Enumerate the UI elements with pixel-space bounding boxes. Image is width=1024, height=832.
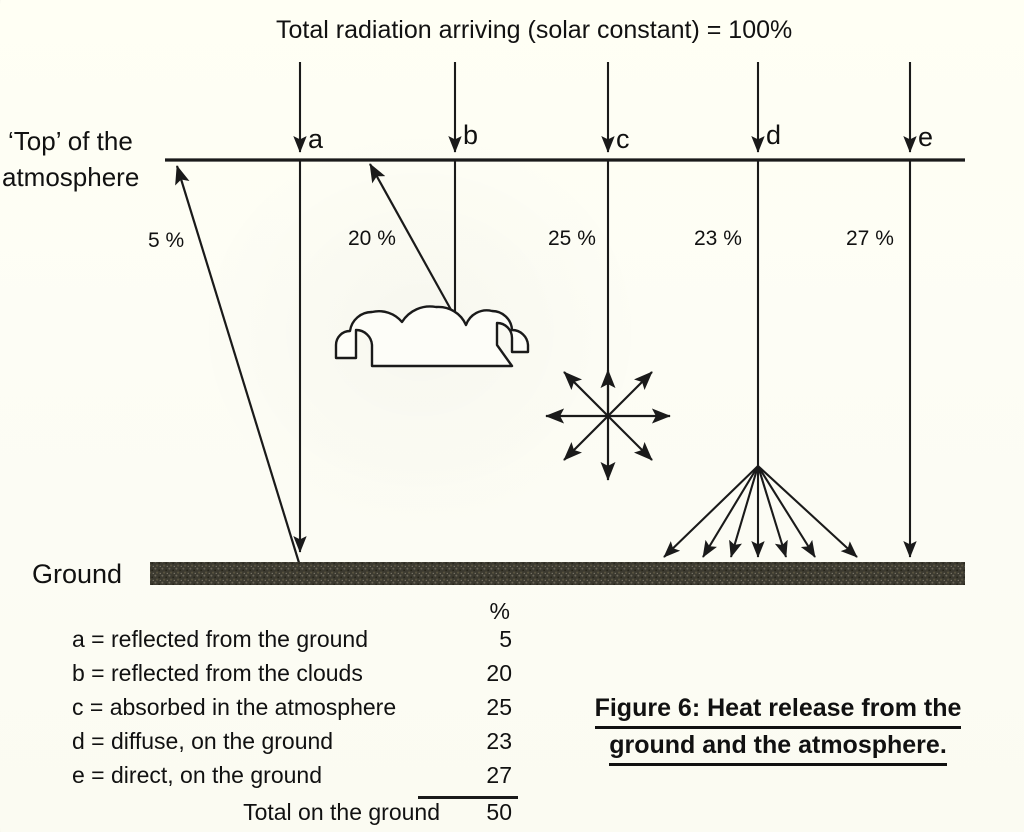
legend-percent-header: % <box>489 598 510 624</box>
ray-b-reflected-20pct <box>369 163 456 318</box>
ray-letter-b: b <box>463 120 479 150</box>
legend-value-a: 5 <box>499 626 512 652</box>
legend-value-e: 27 <box>486 762 512 788</box>
legend-desc-c: c = absorbed in the atmosphere <box>72 694 397 720</box>
ground-label: Ground <box>32 559 123 589</box>
legend-total-value: 50 <box>486 799 512 825</box>
percent-label-e: 27 % <box>846 227 894 250</box>
legend-desc-a: a = reflected from the ground <box>72 626 368 652</box>
ray-letter-a: a <box>308 124 324 154</box>
percent-label-d: 23 % <box>694 227 742 250</box>
legend-value-c: 25 <box>486 694 512 720</box>
diffuse-fan <box>663 465 858 558</box>
legend-row-a: a = reflected from the ground 5 <box>72 626 522 660</box>
cloud-shape <box>334 305 530 368</box>
legend-desc-e: e = direct, on the ground <box>72 762 322 788</box>
atmosphere-label-line1: ‘Top’ of the <box>8 126 133 156</box>
percent-label-b: 20 % <box>348 227 396 250</box>
legend-row-d: d = diffuse, on the ground 23 <box>72 728 522 762</box>
ray-letter-c: c <box>616 124 630 154</box>
legend-desc-b: b = reflected from the clouds <box>72 660 363 686</box>
legend-total-label: Total on the ground <box>243 799 440 825</box>
scatter-starburst <box>545 369 671 481</box>
ground-bar <box>150 562 965 585</box>
ray-letter-d: d <box>766 120 782 150</box>
legend-row-e: e = direct, on the ground 27 <box>72 762 522 796</box>
legend-value-b: 20 <box>486 660 512 686</box>
percent-label-a: 5 % <box>148 229 185 252</box>
ray-letter-e: e <box>918 122 934 152</box>
atmosphere-label-line2: atmosphere <box>2 162 140 192</box>
ray-a-reflected-5pct <box>175 165 302 567</box>
legend-row-total: Total on the ground 50 <box>72 799 522 832</box>
page-title: Total radiation arriving (solar constant… <box>276 16 793 44</box>
percent-label-c: 25 % <box>548 227 596 250</box>
legend-row-c: c = absorbed in the atmosphere 25 <box>72 694 522 728</box>
sum-rule <box>418 796 518 799</box>
legend-table: % a = reflected from the ground 5 b = re… <box>72 598 522 832</box>
figure-caption-line2: ground and the atmosphere. <box>609 729 947 766</box>
legend-desc-d: d = diffuse, on the ground <box>72 728 334 754</box>
figure-caption-line1: Figure 6: Heat release from the <box>594 692 962 729</box>
legend-value-d: 23 <box>486 728 512 754</box>
figure-caption: Figure 6: Heat release from the ground a… <box>548 692 1008 766</box>
legend-row-b: b = reflected from the clouds 20 <box>72 660 522 694</box>
